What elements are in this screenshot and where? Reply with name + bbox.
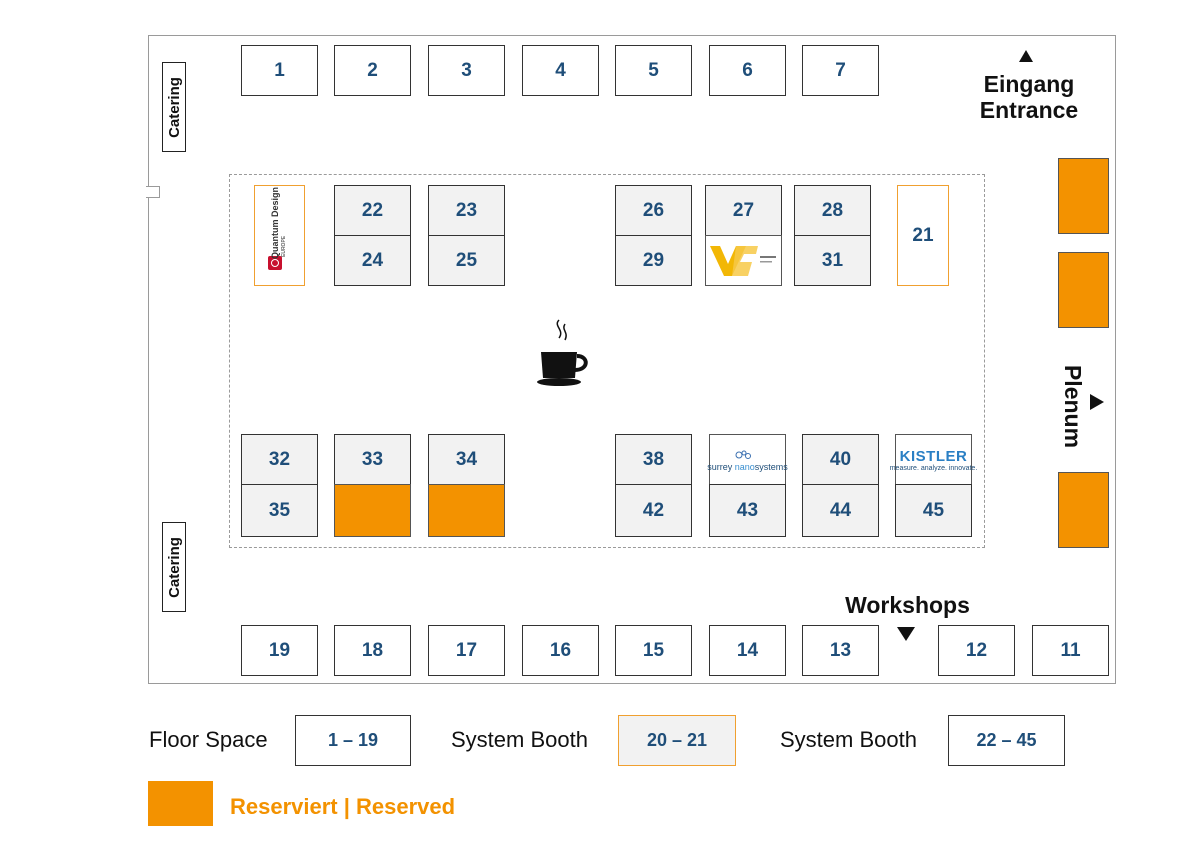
booth-31[interactable]: 31 bbox=[794, 235, 871, 286]
hall-wall-notch bbox=[146, 186, 160, 198]
catering-top-label: Catering bbox=[165, 76, 183, 138]
booth-29[interactable]: 29 bbox=[615, 235, 692, 286]
booth-7[interactable]: 7 bbox=[802, 45, 879, 96]
catering-bottom: Catering bbox=[162, 522, 186, 612]
booth-42[interactable]: 42 bbox=[615, 484, 692, 537]
quantum-design-subtext: EUROPE bbox=[281, 235, 287, 257]
booth-18[interactable]: 18 bbox=[334, 625, 411, 676]
coffee-cup-icon bbox=[537, 319, 588, 386]
vg-logo-icon bbox=[710, 246, 776, 276]
booth-5[interactable]: 5 bbox=[615, 45, 692, 96]
booth-15[interactable]: 15 bbox=[615, 625, 692, 676]
booth-11[interactable]: 11 bbox=[1032, 625, 1109, 676]
exhibition-hall bbox=[148, 35, 1116, 684]
booth-1[interactable]: 1 bbox=[241, 45, 318, 96]
booth-quantum-design[interactable]: Quantum Design EUROPE bbox=[254, 185, 305, 286]
legend-floor-box: 1 – 19 bbox=[295, 715, 411, 766]
quantum-design-mark-icon bbox=[268, 256, 282, 270]
surrey-logo-text: surrey nanosystems bbox=[707, 461, 788, 472]
arrow-down-icon bbox=[897, 627, 915, 641]
legend-system-booth-1-box: 20 – 21 bbox=[618, 715, 736, 766]
booth-reserved-33b[interactable] bbox=[334, 484, 411, 537]
plenum-label: Plenum bbox=[1060, 364, 1087, 448]
booth-25[interactable]: 25 bbox=[428, 235, 505, 286]
legend-system-booth-2-label: System Booth bbox=[780, 727, 917, 752]
arrow-right-icon bbox=[1090, 394, 1104, 410]
entrance-en: Entrance bbox=[979, 97, 1079, 123]
kistler-logo-text: KISTLER bbox=[899, 447, 968, 465]
booth-surrey-nanosystems[interactable]: surrey nanosystems bbox=[707, 434, 788, 485]
booth-2[interactable]: 2 bbox=[334, 45, 411, 96]
booth-40[interactable]: 40 bbox=[802, 434, 879, 485]
booth-21[interactable]: 21 bbox=[897, 185, 949, 286]
plenum-reserved-2[interactable] bbox=[1058, 252, 1109, 328]
booth-27[interactable]: 27 bbox=[705, 185, 782, 236]
entrance-de: Eingang bbox=[983, 71, 1075, 97]
booth-19[interactable]: 19 bbox=[241, 625, 318, 676]
booth-45[interactable]: 45 bbox=[895, 484, 972, 537]
kistler-tagline: measure. analyze. innovate. bbox=[889, 464, 978, 472]
booth-28[interactable]: 28 bbox=[794, 185, 871, 236]
legend-system-booth-2-box: 22 – 45 bbox=[948, 715, 1065, 766]
legend-floor-label: Floor Space bbox=[149, 727, 268, 752]
booth-32[interactable]: 32 bbox=[241, 434, 318, 485]
booth-reserved-34b[interactable] bbox=[428, 484, 505, 537]
booth-vg-logo[interactable] bbox=[705, 235, 782, 286]
legend-system-booth-1-label: System Booth bbox=[451, 727, 588, 752]
booth-13[interactable]: 13 bbox=[802, 625, 879, 676]
arrow-up-icon bbox=[1019, 50, 1033, 62]
booth-38[interactable]: 38 bbox=[615, 434, 692, 485]
booth-4[interactable]: 4 bbox=[522, 45, 599, 96]
booth-3[interactable]: 3 bbox=[428, 45, 505, 96]
booth-23[interactable]: 23 bbox=[428, 185, 505, 236]
catering-bottom-label: Catering bbox=[165, 536, 183, 598]
booth-12[interactable]: 12 bbox=[938, 625, 1015, 676]
booth-22[interactable]: 22 bbox=[334, 185, 411, 236]
legend-reserved-swatch bbox=[148, 781, 213, 826]
booth-26[interactable]: 26 bbox=[615, 185, 692, 236]
plenum-reserved-3[interactable] bbox=[1058, 472, 1109, 548]
booth-16[interactable]: 16 bbox=[522, 625, 599, 676]
workshops-label: Workshops bbox=[845, 592, 970, 618]
booth-kistler[interactable]: KISTLER measure. analyze. innovate. bbox=[890, 434, 977, 485]
quantum-design-logo: Quantum Design EUROPE bbox=[255, 186, 304, 285]
booth-43[interactable]: 43 bbox=[709, 484, 786, 537]
central-area-outline bbox=[229, 174, 985, 548]
booth-35[interactable]: 35 bbox=[241, 484, 318, 537]
booth-6[interactable]: 6 bbox=[709, 45, 786, 96]
catering-top: Catering bbox=[162, 62, 186, 152]
plenum-label-wrap: Plenum bbox=[1053, 364, 1093, 447]
surrey-logo-icon bbox=[735, 450, 751, 459]
booth-44[interactable]: 44 bbox=[802, 484, 879, 537]
booth-24[interactable]: 24 bbox=[334, 235, 411, 286]
plenum-reserved-1[interactable] bbox=[1058, 158, 1109, 234]
booth-34[interactable]: 34 bbox=[428, 434, 505, 485]
booth-33[interactable]: 33 bbox=[334, 434, 411, 485]
booth-14[interactable]: 14 bbox=[709, 625, 786, 676]
booth-17[interactable]: 17 bbox=[428, 625, 505, 676]
legend-reserved-label: Reserviert | Reserved bbox=[230, 794, 456, 819]
entrance-label: Eingang Entrance bbox=[960, 71, 1098, 123]
